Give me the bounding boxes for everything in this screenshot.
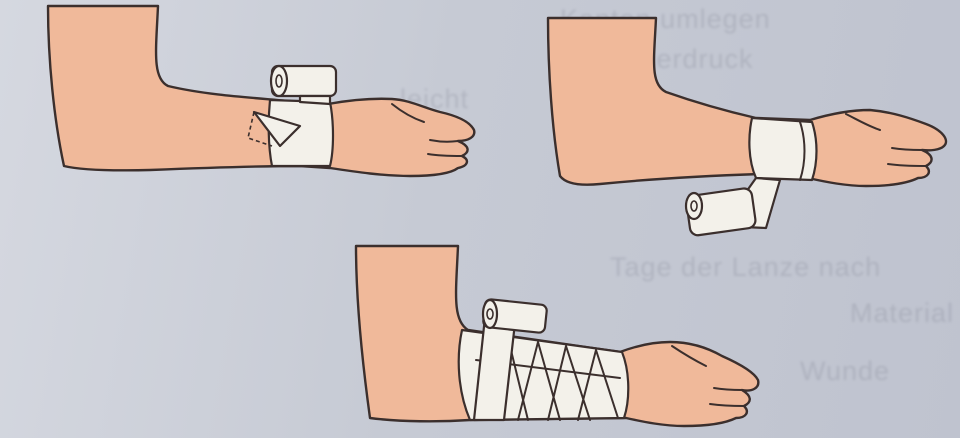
forearm-1 <box>48 6 474 176</box>
roll-end-3 <box>483 300 497 328</box>
roll-end-2 <box>686 193 702 219</box>
roll-tail-1 <box>300 96 330 104</box>
roll-end-1 <box>271 66 287 96</box>
panel-step-3 <box>356 246 758 426</box>
panel-step-1 <box>48 6 474 176</box>
forearm-2 <box>548 18 946 186</box>
panel-step-2 <box>548 18 946 236</box>
bandage-wrap-2 <box>749 118 816 180</box>
